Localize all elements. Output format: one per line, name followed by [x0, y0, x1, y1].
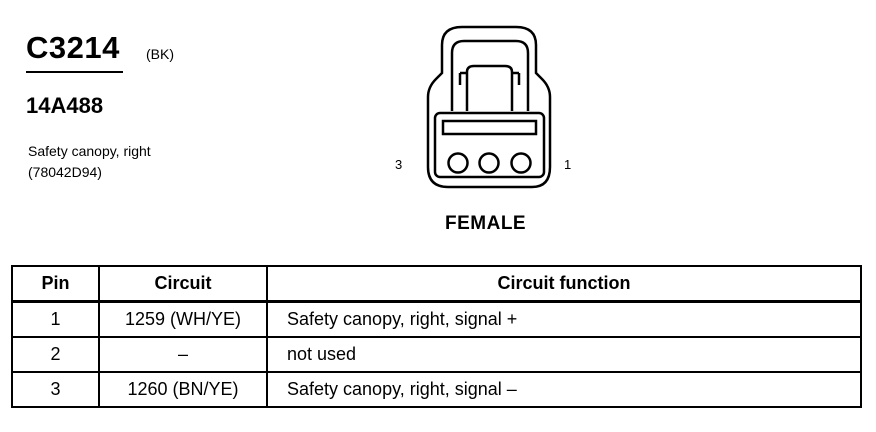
- pin-3-label: 3: [395, 157, 403, 172]
- part-number: 14A488: [26, 93, 104, 118]
- pin-1-label: 1: [564, 157, 572, 172]
- terminal-block: [433, 111, 546, 179]
- circuit-function-cell: Safety canopy, right, signal +: [266, 300, 862, 338]
- header-circuit-function: Circuit function: [266, 265, 862, 303]
- pin-cell: 1: [11, 300, 100, 338]
- table-row: 1 1259 (WH/YE) Safety canopy, right, sig…: [11, 300, 862, 338]
- circuit-function-cell: not used: [266, 336, 862, 373]
- connector-housing-outline: [426, 25, 552, 189]
- connector-id: C3214: [26, 30, 120, 65]
- terminal-key-slot: [441, 119, 538, 136]
- connector-locking-tab: [465, 64, 514, 111]
- connector-face-diagram: [426, 25, 552, 189]
- connector-reference: (78042D94): [28, 164, 102, 180]
- connector-color-code: (BK): [146, 46, 174, 62]
- terminal-cavity-1: [510, 152, 532, 174]
- terminal-cavity-3: [447, 152, 469, 174]
- pin-cell: 2: [11, 336, 100, 373]
- pinout-table: Pin Circuit Circuit function 1 1259 (WH/…: [11, 265, 862, 408]
- header-pin: Pin: [11, 265, 100, 303]
- pin-cell: 3: [11, 371, 100, 408]
- connector-description: Safety canopy, right: [28, 143, 151, 159]
- circuit-cell: 1259 (WH/YE): [98, 300, 268, 338]
- pinout-table-header-row: Pin Circuit Circuit function: [11, 265, 862, 303]
- terminal-cavity-2: [478, 152, 500, 174]
- circuit-cell: 1260 (BN/YE): [98, 371, 268, 408]
- connector-gender-label: FEMALE: [445, 213, 527, 234]
- circuit-cell: –: [98, 336, 268, 373]
- connector-latch-outline: [450, 39, 530, 111]
- table-row: 2 – not used: [11, 336, 862, 373]
- connector-id-underline: [26, 71, 123, 73]
- table-row: 3 1260 (BN/YE) Safety canopy, right, sig…: [11, 371, 862, 408]
- header-circuit: Circuit: [98, 265, 268, 303]
- circuit-function-cell: Safety canopy, right, signal –: [266, 371, 862, 408]
